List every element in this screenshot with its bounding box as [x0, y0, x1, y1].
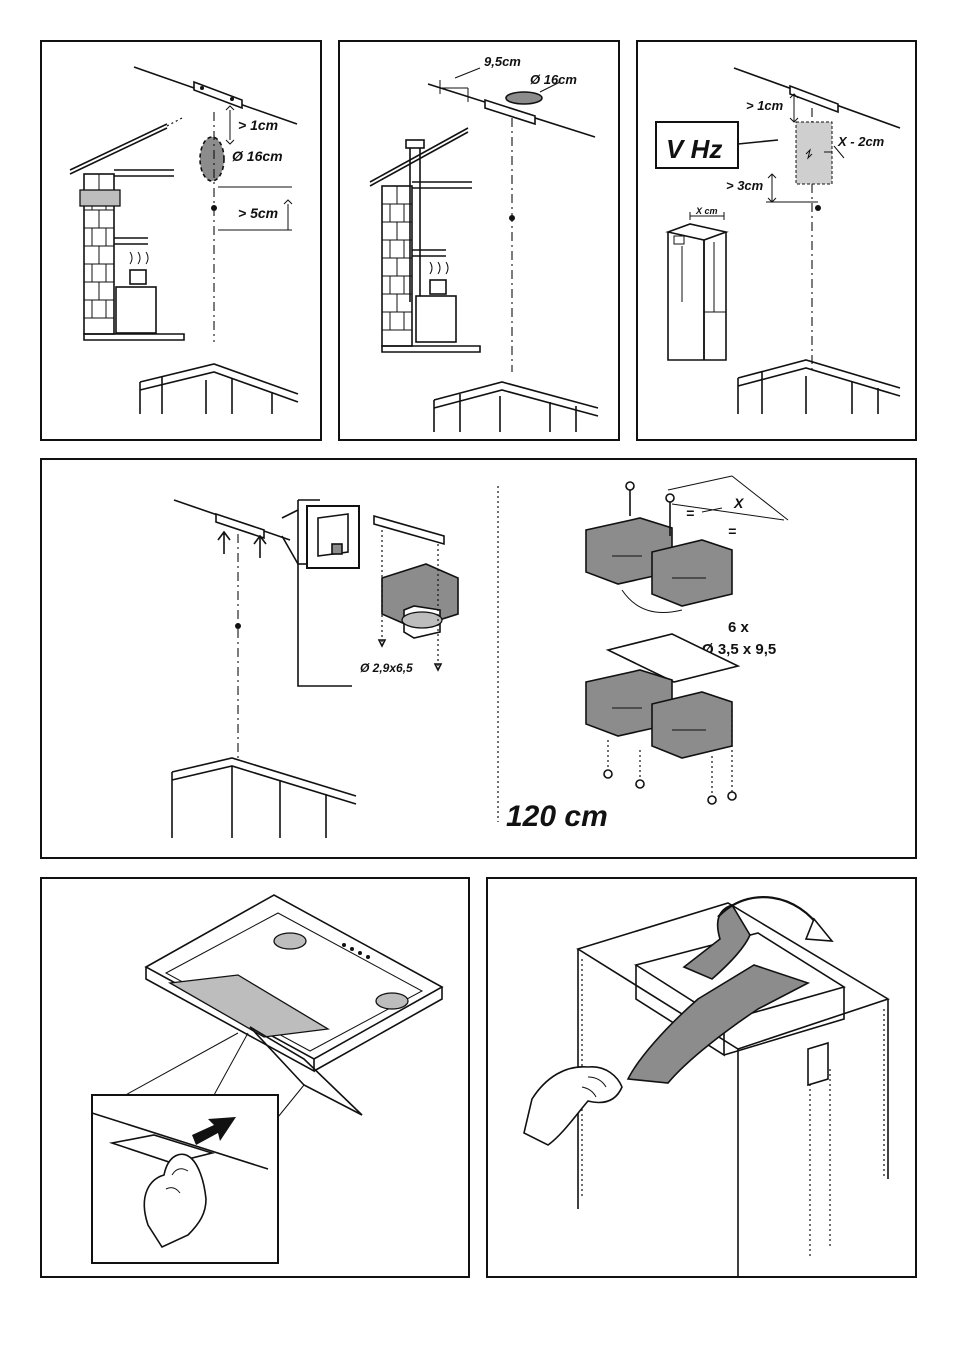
chimney-width-label: X cm — [695, 206, 718, 216]
height-label: 120 cm — [506, 800, 608, 833]
equal-mark-2: = — [728, 523, 736, 539]
diameter-label-2: Ø 16cm — [530, 72, 577, 87]
panel-2-drawing: 9,5cm Ø 16cm — [340, 42, 620, 441]
dim-top-label-3: > 1cm — [746, 98, 784, 113]
panel-3-drawing: V Hz > 1cm X - 2cm > 3cm X cm — [638, 42, 917, 441]
voltage-hz-label: V Hz — [666, 134, 722, 164]
dimension-x-label: X — [733, 495, 745, 511]
panel-packaging-removal — [486, 877, 917, 1278]
panel-wall-hole-measurement: > 1cm Ø 16cm > 5cm — [40, 40, 322, 441]
panel-6-drawing — [488, 879, 917, 1278]
dim-bottom-label: > 5cm — [238, 205, 278, 221]
screw-count-label: 6 x — [728, 619, 750, 636]
dim-top-label: > 1cm — [238, 117, 278, 133]
socket-offset-label: X - 2cm — [837, 134, 885, 149]
screw-spec-label: Ø 2,9x6,5 — [360, 661, 413, 675]
panel-grease-filter-removal — [40, 877, 470, 1278]
panel-electrical-socket: V Hz > 1cm X - 2cm > 3cm X cm — [636, 40, 917, 441]
equal-mark-1: = — [686, 505, 694, 521]
panel-4-drawing: Ø 2,9x6,5 X = = 6 x Ø 3,5 x 9,5 120 cm — [42, 460, 917, 859]
panel-bracket-mounting: Ø 2,9x6,5 X = = 6 x Ø 3,5 x 9,5 120 cm — [40, 458, 917, 859]
diameter-label: Ø 16cm — [232, 148, 283, 164]
panel-1-drawing: > 1cm Ø 16cm > 5cm — [42, 42, 322, 441]
dim-bottom-label-3: > 3cm — [726, 178, 764, 193]
width-label: 9,5cm — [484, 54, 521, 69]
panel-duct-hole-measurement: 9,5cm Ø 16cm — [338, 40, 620, 441]
panel-5-drawing — [42, 879, 470, 1278]
